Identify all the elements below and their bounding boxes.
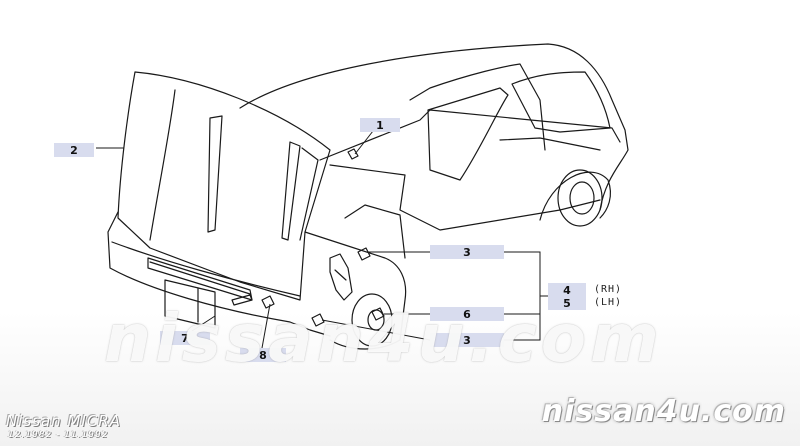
door-line	[499, 137, 601, 151]
watermark-center: nissan4u.com	[104, 300, 663, 377]
callout-8: 8	[240, 348, 286, 362]
grille	[147, 257, 253, 301]
bolt-top	[347, 148, 359, 160]
hood-hinge	[329, 253, 353, 301]
rear-tyre	[557, 169, 603, 227]
wheel-arch	[539, 171, 612, 221]
roof-line	[239, 43, 629, 211]
stud-6	[371, 307, 385, 321]
callout-4: 4	[548, 283, 586, 297]
rear-quarter	[329, 164, 601, 231]
front-body	[107, 211, 331, 337]
callout-3-upper: 3	[430, 245, 504, 259]
callout-2: 2	[54, 143, 94, 157]
front-brake-disc	[351, 293, 393, 347]
side-label-lh: (LH)	[594, 297, 623, 308]
front-fender	[304, 231, 407, 350]
body-belt-line	[319, 109, 621, 161]
rear-window-frame	[409, 63, 546, 151]
callout-7: 7	[160, 331, 210, 345]
rear-window	[427, 87, 509, 181]
hood-stay-grommet	[261, 295, 275, 309]
callout-1: 1	[360, 118, 400, 132]
production-years: 12.1982 - 11.1992	[8, 430, 109, 440]
callout-3-lower: 3	[430, 333, 504, 347]
bolt-hinge-upper	[357, 247, 371, 261]
model-name: Nissan MICRA	[6, 412, 122, 430]
side-label-rh: (RH)	[594, 284, 623, 295]
callout-6: 6	[430, 307, 504, 321]
callout-5: 5	[548, 296, 586, 310]
bolt-hinge-lower	[311, 313, 325, 327]
hood-panel	[117, 71, 331, 301]
watermark-corner: nissan4u.com	[541, 394, 786, 429]
